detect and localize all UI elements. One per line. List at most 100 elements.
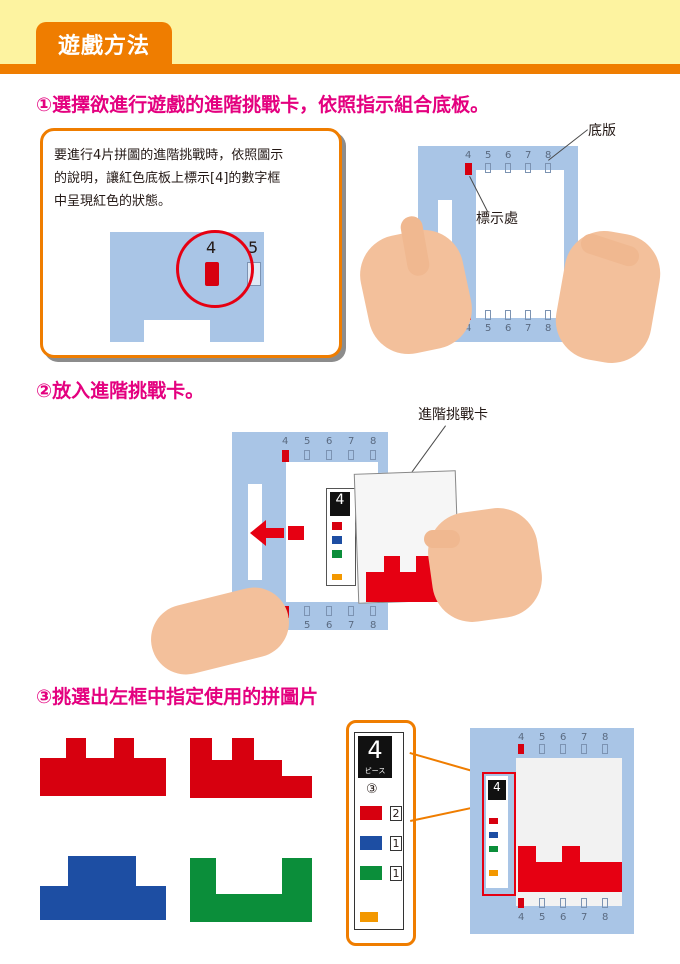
board-number-marker — [525, 163, 531, 173]
board-number-marker — [545, 310, 551, 320]
board-number-marker — [485, 310, 491, 320]
zoom-card-level-caption: ピース — [364, 767, 386, 775]
step2-card-chip-orange — [332, 574, 342, 580]
zoom-card-piece-qty: 2 — [390, 806, 402, 821]
insert-arrow-icon — [250, 518, 306, 552]
board-number-marker — [525, 310, 531, 320]
step3-card-level: 4 — [488, 780, 506, 800]
step2-right-hand — [422, 502, 548, 628]
board-number-marker — [370, 606, 376, 616]
board-number-6: 6 — [560, 912, 567, 923]
board-number-marker — [370, 450, 376, 460]
step1-board-window — [476, 170, 564, 318]
board-number-7: 7 — [348, 436, 355, 447]
board-number-marker — [348, 450, 354, 460]
board-number-marker — [560, 898, 566, 908]
board-number-4: 4 — [518, 732, 525, 743]
step2-card-chip-green — [332, 550, 342, 558]
step3-red-shape — [518, 846, 622, 892]
board-number-marker — [581, 744, 587, 754]
board-number-6: 6 — [505, 150, 512, 161]
board-number-marker — [326, 606, 332, 616]
info-line-1: 要進行4片拼圖的進階挑戰時，依照圖示 — [54, 148, 284, 163]
board-number-8: 8 — [602, 732, 609, 743]
step3-chip-blue — [489, 832, 498, 838]
board-number-5: 5 — [304, 620, 311, 631]
board-number-6: 6 — [326, 620, 333, 631]
zoom-card-piece-qty: 1 — [390, 836, 402, 851]
board-number-4: 4 — [465, 323, 472, 334]
board-number-marker — [326, 450, 332, 460]
board-number-8: 8 — [545, 323, 552, 334]
board-number-marker — [282, 450, 288, 460]
zoom-card-piece-icon — [360, 836, 382, 850]
step2-right-thumb — [424, 530, 460, 548]
blue-piece — [40, 856, 166, 920]
board-number-7: 7 — [525, 150, 532, 161]
page-title: 遊戲方法 — [36, 22, 172, 66]
zoom-card-level-box — [358, 736, 392, 778]
zoom-card-piece-icon — [360, 866, 382, 880]
board-number-8: 8 — [370, 436, 377, 447]
board-number-marker — [304, 606, 310, 616]
zoom-card-piece-qty: 1 — [390, 866, 402, 881]
zoom-card-piece-icon — [360, 806, 382, 820]
board-number-5: 5 — [304, 436, 311, 447]
board-number-marker — [304, 450, 310, 460]
board-number-marker — [518, 744, 524, 754]
board-number-marker — [602, 898, 608, 908]
board-number-marker — [348, 606, 354, 616]
callout-card: 進階挑戰卡 — [418, 407, 488, 423]
zoom-card-orange-chip — [360, 912, 378, 922]
step3-chip-green — [489, 846, 498, 852]
board-number-marker — [539, 898, 545, 908]
board-number-5: 5 — [539, 732, 546, 743]
board-number-marker — [518, 898, 524, 908]
board-number-6: 6 — [505, 323, 512, 334]
zoom-card-count: ③ — [366, 782, 378, 797]
board-number-5: 5 — [485, 150, 492, 161]
board-number-marker — [602, 744, 608, 754]
board-number-marker — [505, 163, 511, 173]
board-number-8: 8 — [545, 150, 552, 161]
board-number-7: 7 — [525, 323, 532, 334]
board-number-5: 5 — [539, 912, 546, 923]
zoom-card-level: 4 — [367, 736, 383, 764]
board-number-6: 6 — [326, 436, 333, 447]
callout-base: 底版 — [588, 123, 616, 139]
board-number-7: 7 — [581, 912, 588, 923]
board-number-4: 4 — [465, 150, 472, 161]
step2-heading: ②放入進階挑戰卡。 — [36, 380, 205, 402]
green-piece — [190, 858, 312, 922]
step3-chip-orange — [489, 870, 498, 876]
board-number-marker — [581, 898, 587, 908]
board-number-marker — [560, 744, 566, 754]
board-number-marker — [485, 163, 491, 173]
red-piece-1 — [40, 738, 166, 796]
step3-card-highlight — [482, 772, 516, 896]
board-number-4: 4 — [518, 912, 525, 923]
zoom-highlight-circle — [176, 230, 254, 308]
step3-heading: ③挑選出左框中指定使用的拼圖片 — [36, 686, 319, 708]
board-number-marker — [505, 310, 511, 320]
step2-card-level-icon: 4 — [330, 492, 350, 516]
step2-card-chip-blue — [332, 536, 342, 544]
info-line-2: 的說明，讓紅色底板上標示[4]的數字框 — [54, 171, 281, 186]
board-number-marker — [545, 163, 551, 173]
info-text: 要進行4片拼圖的進階挑戰時，依照圖示 的說明，讓紅色底板上標示[4]的數字框 中… — [54, 144, 334, 213]
board-number-7: 7 — [581, 732, 588, 743]
zoom-board-notch — [144, 320, 210, 344]
board-number-8: 8 — [370, 620, 377, 631]
zoom-number-5: 5 — [248, 238, 259, 257]
header-rule — [0, 64, 680, 74]
step1-heading: ①選擇欲進行遊戲的進階挑戰卡，依照指示組合底板。 — [36, 94, 490, 116]
step2-left-hand — [143, 580, 297, 682]
board-number-6: 6 — [560, 732, 567, 743]
red-piece-2 — [190, 738, 312, 798]
board-number-4: 4 — [282, 436, 289, 447]
board-number-7: 7 — [348, 620, 355, 631]
board-number-5: 5 — [485, 323, 492, 334]
step1-red-marker — [465, 163, 472, 175]
board-number-marker — [539, 744, 545, 754]
board-number-8: 8 — [602, 912, 609, 923]
